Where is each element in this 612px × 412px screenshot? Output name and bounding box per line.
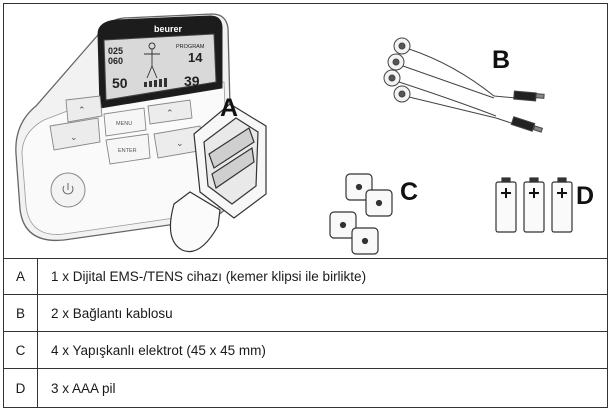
enter-button[interactable] xyxy=(105,133,151,165)
chevron-down-icon: ⌄ xyxy=(176,138,184,148)
menu-button[interactable] xyxy=(103,107,147,137)
power-icon xyxy=(62,183,74,195)
label-a: A xyxy=(220,94,238,122)
item-description: 1 x Dijital EMS-/TENS cihazı (kemer klip… xyxy=(51,268,367,284)
aaa-batteries xyxy=(495,177,573,233)
plus-icon xyxy=(501,188,567,198)
item-key: A xyxy=(4,258,38,294)
brand-logo: beurer xyxy=(154,24,183,34)
label-d: D xyxy=(576,182,594,210)
chevron-up-icon: ⌃ xyxy=(166,108,174,118)
item-row-d: D 3 x AAA pil xyxy=(4,369,607,407)
item-description: 3 x AAA pil xyxy=(51,380,116,396)
item-key: B xyxy=(4,295,38,331)
enter-label: ENTER xyxy=(118,148,137,154)
menu-label: MENU xyxy=(116,121,132,127)
connection-cables xyxy=(383,37,545,133)
lcd-left-bottom: 50 xyxy=(112,75,128,91)
belt-clip xyxy=(169,103,267,253)
chevron-down-icon: ⌄ xyxy=(70,132,78,142)
item-key: C xyxy=(4,332,38,368)
item-description: 4 x Yapışkanlı elektrot (45 x 45 mm) xyxy=(51,342,266,358)
lcd-left-top: 025 xyxy=(108,46,123,56)
lcd-left-mid: 060 xyxy=(108,56,123,66)
item-row-b: B 2 x Bağlantı kablosu xyxy=(4,295,607,332)
label-b: B xyxy=(492,46,510,74)
body-figure-icon xyxy=(144,42,160,79)
item-row-c: C 4 x Yapışkanlı elektrot (45 x 45 mm) xyxy=(4,332,607,369)
illustration-panel: beurer 025 060 PROGRAM 14 50 39 xyxy=(4,4,607,259)
lcd-right-bottom: 39 xyxy=(184,73,200,89)
level-bars xyxy=(144,78,167,87)
chevron-up-icon: ⌃ xyxy=(78,105,86,115)
right-up-button[interactable] xyxy=(147,99,193,125)
item-row-a: A 1 x Dijital EMS-/TENS cihazı (kemer kl… xyxy=(4,258,607,295)
lcd-right-top: 14 xyxy=(188,50,203,65)
lcd-program-label: PROGRAM xyxy=(176,44,205,50)
item-key: D xyxy=(4,369,38,407)
contents-table: beurer 025 060 PROGRAM 14 50 39 xyxy=(3,3,608,408)
left-up-button[interactable] xyxy=(65,95,103,123)
item-description: 2 x Bağlantı kablosu xyxy=(51,305,173,321)
left-down-button[interactable] xyxy=(49,117,101,151)
ems-tens-device: beurer 025 060 PROGRAM 14 50 39 xyxy=(15,13,233,242)
label-c: C xyxy=(400,178,418,206)
illustration-svg: beurer 025 060 PROGRAM 14 50 39 xyxy=(15,13,594,255)
adhesive-electrodes xyxy=(329,173,393,255)
